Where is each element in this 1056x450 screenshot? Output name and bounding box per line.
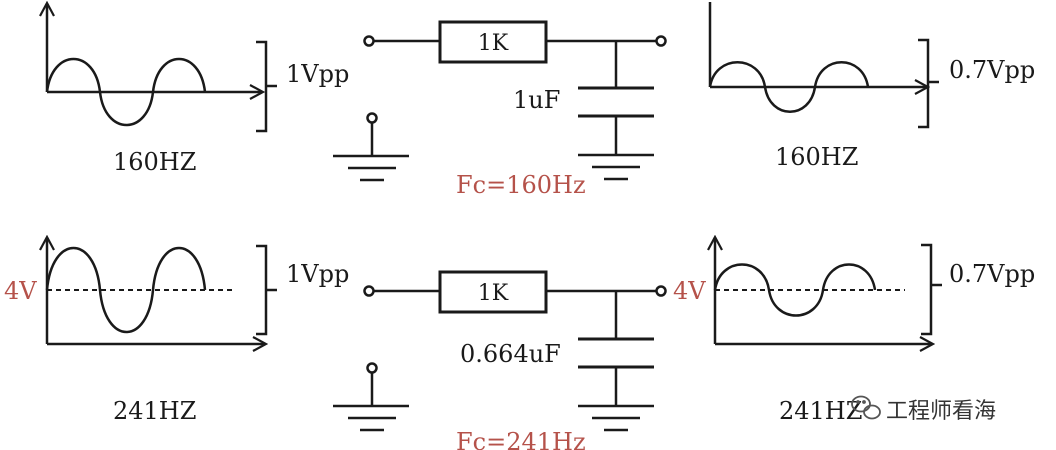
bottom-output-terminal (655, 285, 667, 297)
bottom-output-waveform (715, 238, 942, 344)
top-input-waveform (45, 4, 277, 133)
bottom-input-terminal (363, 285, 375, 297)
top-input-terminal (363, 35, 375, 47)
top-input-sine-wave (45, 57, 207, 127)
top-capacitor-label: 1uF (513, 86, 560, 114)
top-ground-terminal (366, 112, 378, 124)
top-input-amplitude-label: 1Vpp (286, 60, 349, 88)
bottom-output-dc-label: 4V (673, 277, 706, 305)
top-resistor-label: 1K (478, 31, 509, 56)
top-input-amplitude-bracket (256, 40, 268, 133)
bottom-capacitor-label: 0.664uF (460, 340, 561, 368)
bottom-input-waveform (47, 238, 277, 344)
top-rc-circuit (333, 20, 667, 182)
bottom-output-frequency-label: 241HZ (779, 397, 862, 425)
bottom-cutoff-label: Fc=241Hz (456, 428, 586, 450)
bottom-input-sine-wave (45, 246, 207, 334)
bottom-resistor-label: 1K (478, 281, 509, 306)
bottom-input-amplitude-bracket (256, 244, 268, 336)
top-output-amplitude-bracket (918, 38, 930, 129)
top-output-terminal (655, 35, 667, 47)
watermark-text: 工程师看海 (886, 399, 996, 424)
top-cutoff-label: Fc=160Hz (456, 171, 586, 199)
top-output-sine-wave (708, 61, 870, 113)
bottom-output-amplitude-bracket (921, 243, 933, 336)
bottom-output-sine-wave (713, 263, 877, 317)
top-output-waveform (708, 2, 939, 129)
wechat-icon (851, 395, 881, 420)
bottom-input-amplitude-label: 1Vpp (286, 260, 349, 288)
top-output-frequency-label: 160HZ (775, 143, 858, 171)
bottom-output-amplitude-label: 0.7Vpp (949, 260, 1035, 288)
top-input-frequency-label: 160HZ (113, 148, 196, 176)
bottom-input-dc-label: 4V (4, 277, 37, 305)
bottom-ground-terminal (366, 362, 378, 374)
bottom-input-frequency-label: 241HZ (113, 397, 196, 425)
bottom-rc-circuit (333, 270, 667, 432)
top-output-amplitude-label: 0.7Vpp (949, 56, 1035, 84)
